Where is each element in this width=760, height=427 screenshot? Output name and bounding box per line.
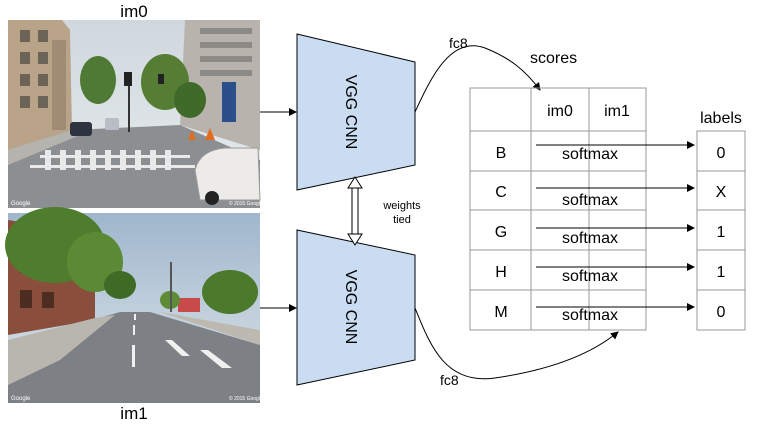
street-photo-im0 [8,20,261,208]
fc8-label-top: fc8 [449,35,468,51]
scores-row-H: H [495,264,507,281]
softmax-label-row-2: softmax [562,192,618,209]
scores-row-G: G [495,224,507,241]
google-watermark-top: Google [11,201,31,207]
fc8-curve-top [414,45,541,113]
vgg-cnn-bottom [296,229,416,386]
label-value-B: 0 [717,145,726,162]
scores-col-im1: im1 [604,103,630,120]
copyright-top: © 2015 Google [229,200,263,207]
label-value-M: 0 [717,304,726,321]
scores-row-M: M [494,304,507,321]
scores-row-C: C [495,184,507,201]
softmax-label-row-5: softmax [562,307,618,324]
scores-col-im0: im0 [547,103,573,120]
google-watermark-bottom: Google [11,396,31,402]
vgg-cnn-bottom-label: VGG CNN [342,270,359,345]
street-photo-im1 [5,207,260,403]
labels-table [696,130,746,331]
image-caption-im1: im1 [120,404,147,423]
scores-table [469,87,647,331]
label-value-G: 1 [717,224,726,241]
weights-tied-label-1: weights [382,200,421,212]
vgg-cnn-top-label: VGG CNN [342,75,359,150]
fc8-curve-bottom [414,307,619,380]
scores-title: scores [530,50,577,67]
softmax-label-row-4: softmax [562,268,618,285]
label-value-C: X [716,184,727,201]
vgg-cnn-top [296,33,416,191]
label-value-H: 1 [717,264,726,281]
weights-tied-label-2: tied [393,214,411,226]
image-caption-im0: im0 [120,2,147,21]
softmax-label-row-1: softmax [562,146,618,163]
softmax-label-row-3: softmax [562,230,618,247]
labels-title: labels [700,110,742,127]
weights-tied-arrow [347,176,363,246]
copyright-bottom: © 2015 Google [229,395,263,402]
scores-row-B: B [496,145,507,162]
fc8-label-bottom: fc8 [440,372,459,388]
